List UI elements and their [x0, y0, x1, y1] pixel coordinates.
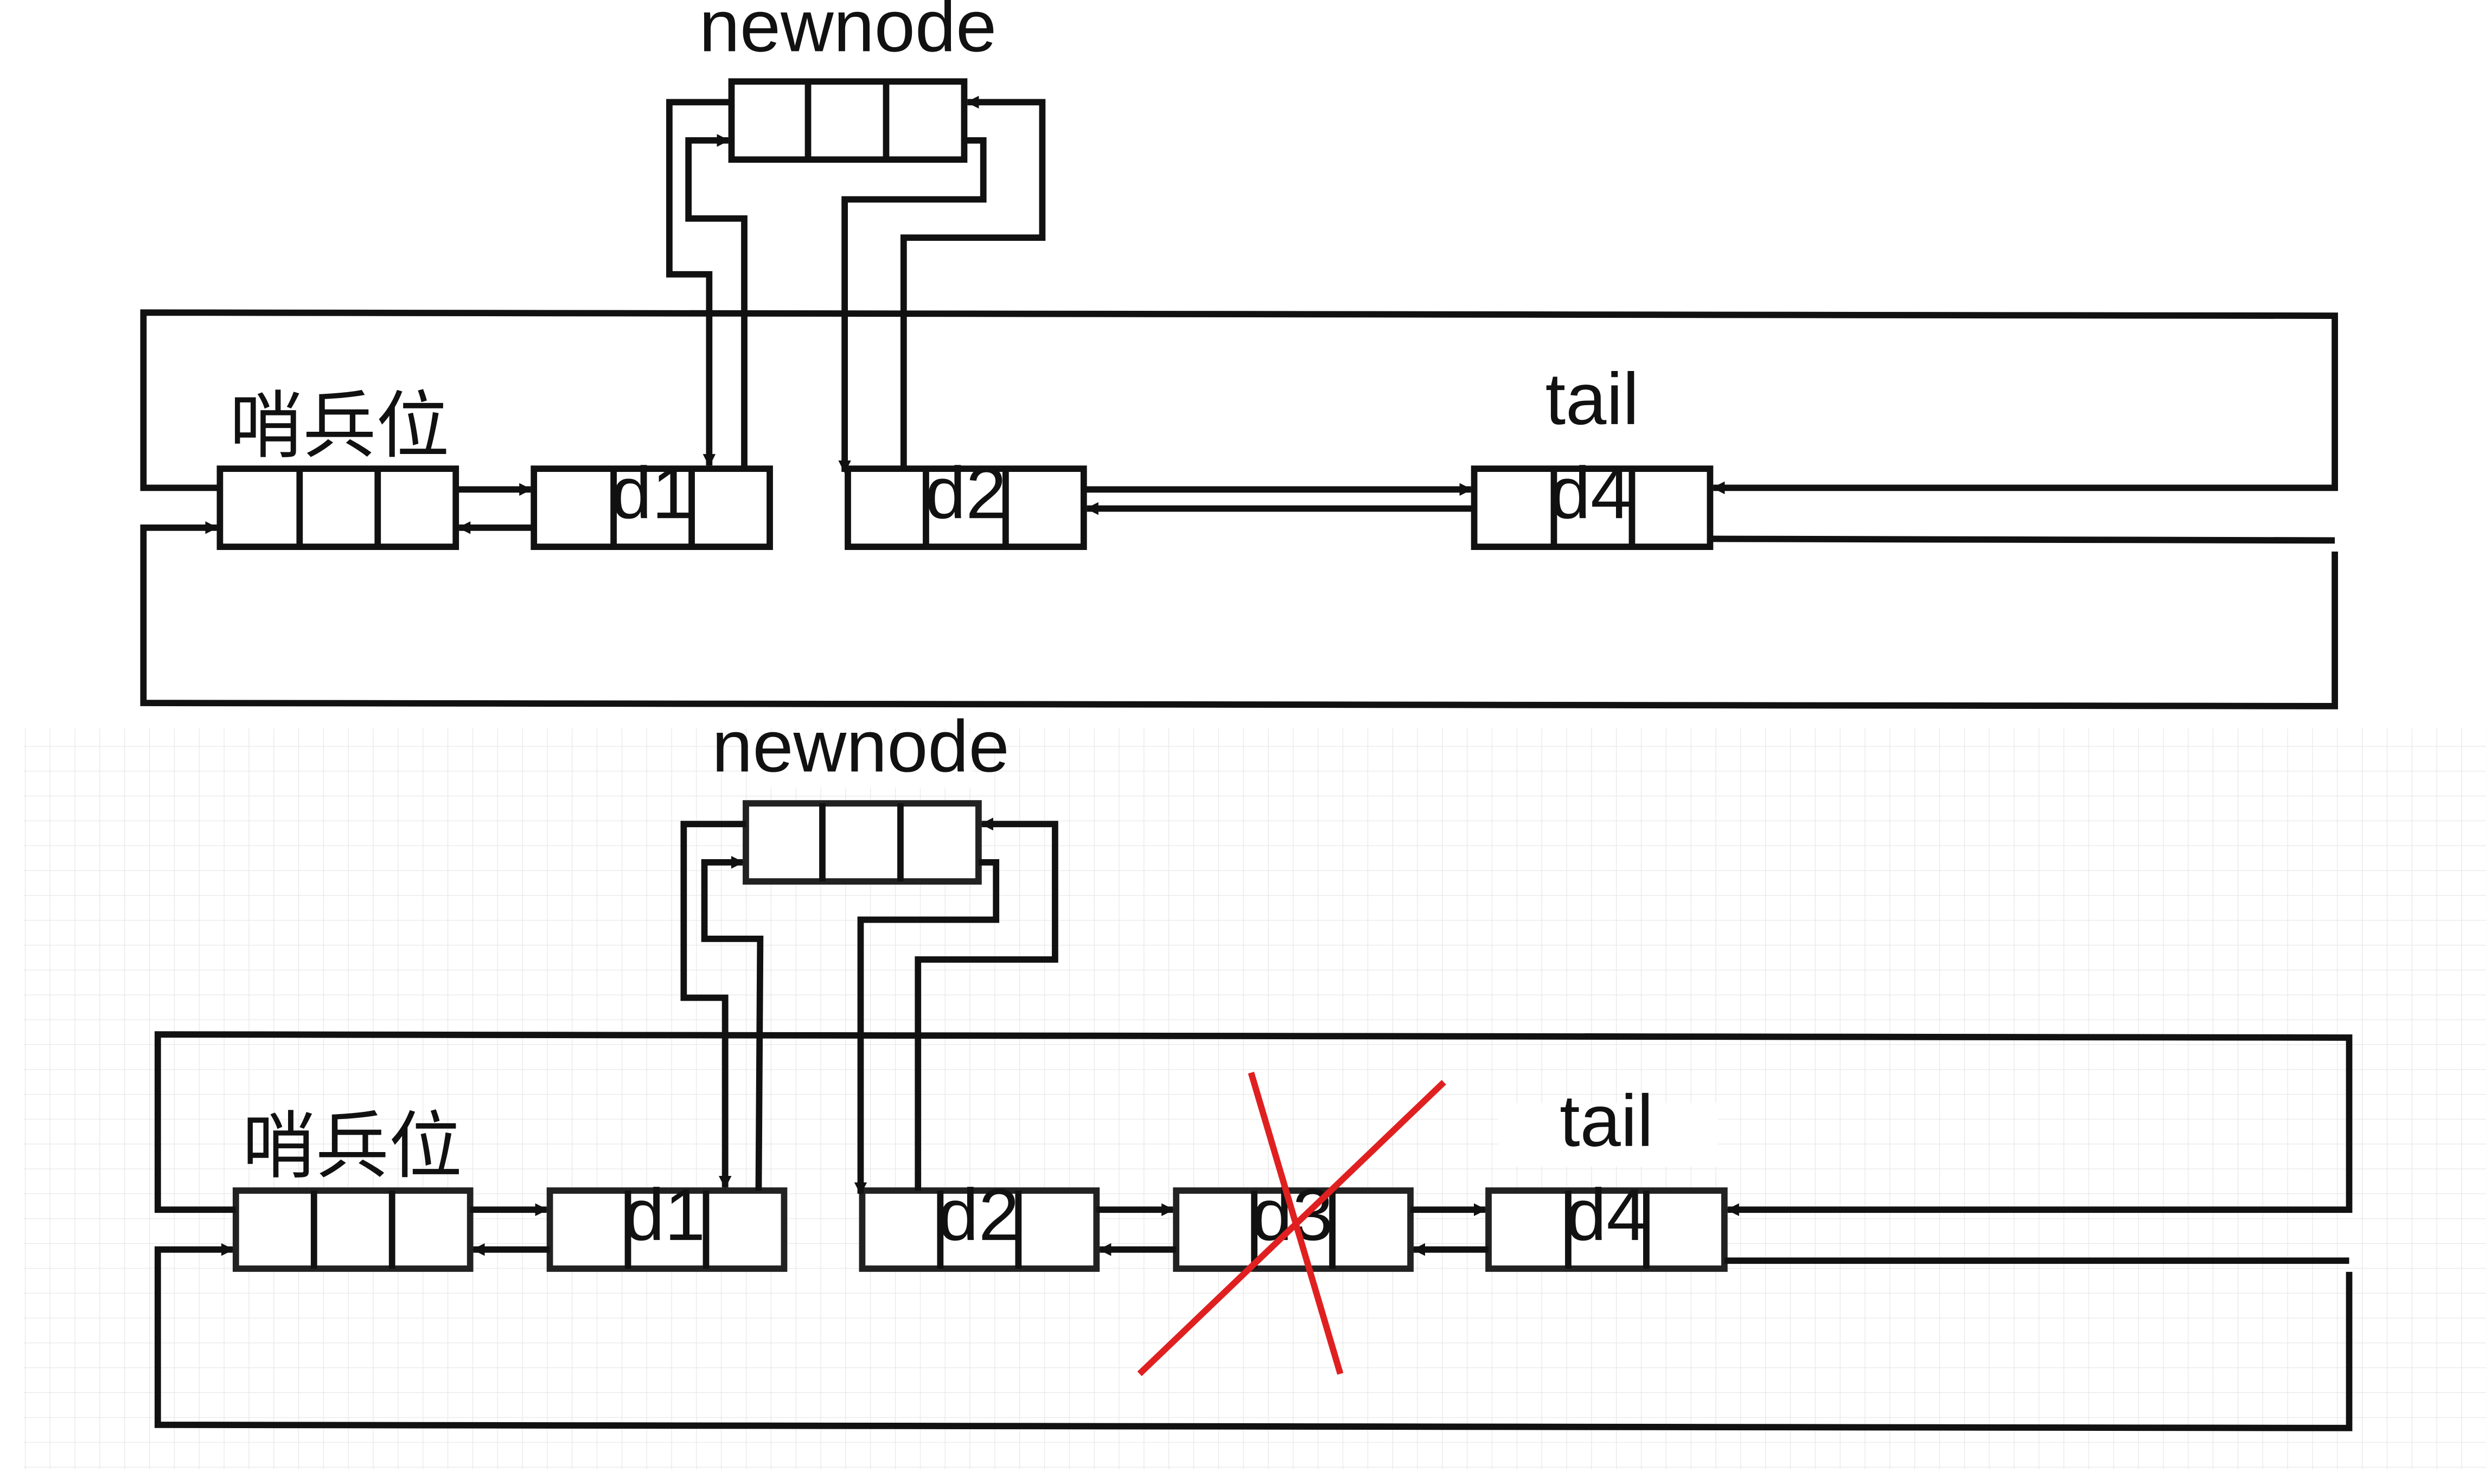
- bottom-sentinel-label: 哨兵位: [242, 1105, 462, 1187]
- bottom-panel: newnode 哨兵位 d1 d2: [24, 705, 2487, 1470]
- bottom-tail-label: tail: [1560, 1080, 1653, 1162]
- bottom-node-d1: [546, 1187, 788, 1272]
- bottom-node-d4: [1485, 1187, 1728, 1272]
- bottom-newnode-label: newnode: [712, 705, 1009, 787]
- grid-background: [24, 728, 2487, 1470]
- top-node-d2-label: d2: [925, 452, 1006, 534]
- bottom-node-d4-label: d4: [1566, 1174, 1647, 1256]
- bottom-newnode-box: [743, 800, 982, 885]
- bottom-node-d2-label: d2: [938, 1174, 1019, 1256]
- top-sentinel-label: 哨兵位: [229, 385, 449, 467]
- top-sentinel-box: [216, 465, 459, 550]
- top-panel: newnode 哨兵位 d1 d2 tail: [140, 0, 2338, 709]
- top-node-d2: [845, 465, 1087, 550]
- delete-cross-mark: [1137, 1071, 1446, 1377]
- top-node-d4-label: d4: [1550, 452, 1631, 534]
- bottom-node-d1-label: d1: [624, 1174, 705, 1256]
- top-connections: [140, 95, 2338, 709]
- bottom-node-d2: [859, 1187, 1100, 1272]
- top-newnode-label: newnode: [699, 0, 997, 67]
- top-node-d1: [531, 465, 773, 550]
- bottom-sentinel-box: [232, 1187, 474, 1272]
- top-node-d1-label: d1: [611, 452, 692, 534]
- top-tail-label: tail: [1545, 358, 1639, 440]
- bottom-connections: [154, 817, 2353, 1431]
- top-node-d4: [1471, 465, 1714, 550]
- top-newnode-box: [728, 78, 968, 163]
